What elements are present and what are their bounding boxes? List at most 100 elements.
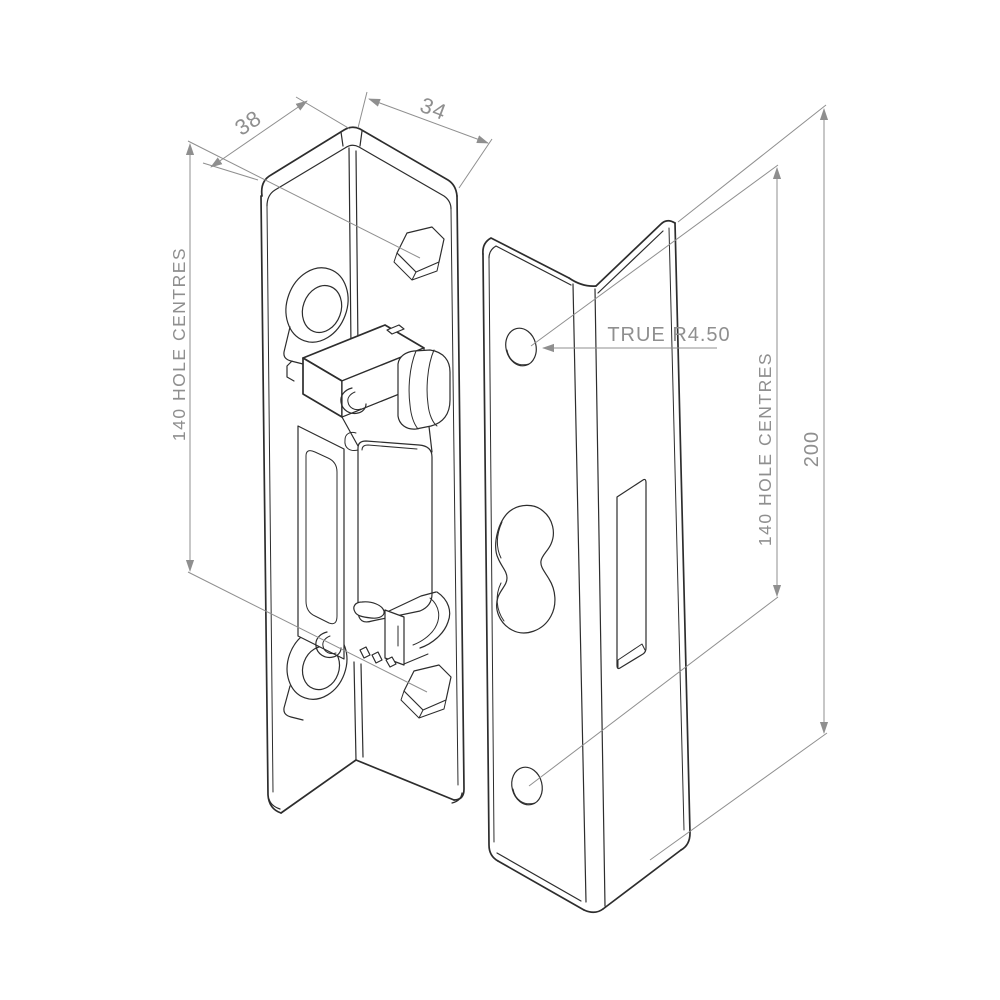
bracket-bottom-edge-right: [355, 759, 455, 801]
latch-mechanism: [283, 267, 451, 721]
dim140R-label: 140 HOLE CENTRES: [755, 352, 775, 546]
bracket-right-bottom-band: [451, 792, 463, 804]
dim140R-ext-a: [530, 164, 779, 347]
striker-knob-b: [371, 651, 383, 664]
striker-mouth-inner: [322, 635, 337, 655]
striker-ear: [353, 601, 385, 619]
latch-case: [286, 324, 451, 453]
trueR-label: TRUE R4.50: [607, 324, 730, 346]
hex-top-depth: [393, 252, 440, 281]
striker-bolt-outer: [419, 591, 451, 649]
dimension-true-radius: TRUE R4.50: [542, 324, 730, 353]
keep-right-edge: [674, 222, 691, 851]
dim200-ext-a: [677, 104, 827, 223]
keeper-arm-panel: [357, 440, 433, 623]
bottom-striker: [315, 591, 451, 668]
hex-bottom-depth: [400, 690, 447, 719]
hole-bottom-countersink: [512, 788, 536, 805]
top-screw-boss: [283, 267, 349, 365]
keep-left-edge: [482, 253, 499, 862]
latch-bolt-curve-b: [426, 349, 438, 427]
bracket-corner-edge-a-bottom: [353, 661, 357, 761]
peanut-outline: [495, 504, 556, 634]
latch-bolt: [397, 349, 451, 430]
dim38-label: 38: [230, 105, 266, 141]
keep-top-band: [597, 230, 664, 294]
bracket-top-edge-outer: [260, 126, 458, 197]
keep-left-bottom-edge: [497, 860, 585, 911]
keeper-mouth-inner: [347, 391, 362, 411]
keep-corner-top-curve: [568, 277, 597, 287]
latch-part-drawing: [260, 126, 465, 814]
dimension-height: 200: [649, 104, 829, 861]
dim140R-ext-b: [528, 596, 779, 787]
striker-base-line: [403, 653, 429, 665]
striker-top-line: [386, 591, 437, 613]
bracket-apex-tick-right: [359, 130, 363, 147]
dimension-width-left: 38: [202, 96, 351, 181]
keeper-mouth-outer: [340, 387, 367, 415]
keep-left-top-edge: [482, 237, 570, 279]
hex-bottom-outline: [403, 664, 452, 711]
hex-cutout-bottom: [400, 664, 452, 719]
keep-left-top-band: [488, 245, 572, 286]
bracket-left-edge: [260, 195, 282, 814]
keep-plate-drawing: [482, 219, 691, 914]
bracket-bottom-edge-left: [280, 759, 357, 814]
keep-top-edge: [595, 219, 676, 287]
hole-top-outer: [505, 327, 537, 367]
dim140L-label: 140 HOLE CENTRES: [169, 247, 189, 441]
body-recess: [305, 450, 338, 625]
striker-bolt-inner: [412, 597, 440, 646]
bottom-boss-tab: [283, 685, 304, 721]
countersunk-hole-top: [505, 327, 537, 367]
peanut-depth-bottom: [496, 582, 505, 622]
bracket-apex-tick-left: [340, 131, 344, 147]
keep-cutouts: [495, 327, 647, 806]
dim38-ext-b: [295, 96, 351, 130]
hex-cutout-top: [393, 226, 445, 281]
keep-corner-edge-b: [594, 288, 606, 907]
dim38-ext-a: [202, 162, 259, 181]
hole-top-countersink: [506, 349, 530, 366]
slot-outline: [616, 478, 647, 670]
top-boss-hole: [301, 284, 343, 334]
keep-bottom-edge: [602, 849, 682, 910]
keeper-arm-hook: [344, 431, 359, 451]
striker-knob-c: [385, 656, 397, 668]
keep-corner-edge-a: [572, 283, 587, 903]
striker-strip: [384, 609, 405, 666]
dim140L-ext-b: [187, 571, 428, 693]
dimension-hole-centres-left: 140 HOLE CENTRES: [169, 140, 428, 693]
hole-bottom-outer: [511, 766, 543, 806]
case-side-step: [286, 360, 295, 382]
dim34-line: [368, 98, 489, 144]
keep-left-bottom-band: [496, 852, 582, 902]
bracket-top-edge-inner: [266, 144, 452, 210]
keep-angle-plate: [482, 219, 691, 914]
bracket-corner-edge-b-bottom: [360, 663, 364, 758]
latch-bolt-curve-a: [408, 350, 419, 430]
dim34-label: 34: [417, 92, 451, 125]
dimension-hole-centres-right: 140 HOLE CENTRES: [528, 164, 782, 787]
dim34-ext-b: [458, 138, 493, 189]
keep-corner-bottom-curve: [583, 908, 604, 914]
peanut-depth-top: [496, 521, 503, 559]
body-front-face: [297, 425, 345, 660]
slot-cutout: [616, 478, 647, 670]
latch-body: [297, 425, 433, 660]
top-boss-tab: [283, 326, 304, 365]
bracket-corner-edge-a-top: [348, 147, 352, 349]
striker-knob-a: [359, 646, 371, 659]
dim38-line: [210, 100, 308, 168]
latch-angle-bracket: [260, 126, 465, 814]
dim34-ext-a: [357, 91, 368, 129]
slot-depth: [617, 643, 646, 669]
case-top-tab: [386, 324, 405, 335]
bracket-corner-edge-b-top: [355, 150, 359, 351]
keep-right-edge-round: [668, 227, 685, 831]
keeper-arm-round: [361, 444, 418, 451]
bracket-right-edge: [453, 195, 465, 801]
